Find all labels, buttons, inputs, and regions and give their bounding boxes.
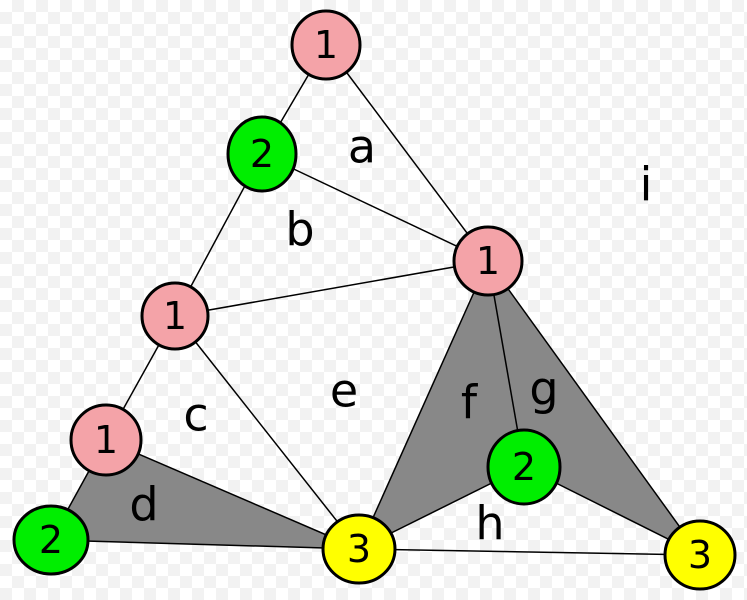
region-label-f: f [461, 376, 479, 430]
vertex-label: 3 [347, 527, 371, 571]
vertex-circle [290, 9, 362, 81]
edge-line [487, 260, 701, 556]
edge-line [105, 439, 360, 550]
vertex-node: 1 [290, 9, 362, 81]
edge-line [50, 539, 360, 550]
vertex-node: 3 [321, 513, 397, 585]
vertex-circle [486, 428, 562, 506]
vertex-label: 1 [314, 23, 338, 67]
vertex-label: 2 [512, 445, 536, 489]
vertex-node: 2 [12, 504, 90, 576]
region-label-b: b [285, 203, 314, 257]
vertex-node: 1 [69, 403, 143, 477]
region-label-d: d [129, 478, 158, 532]
vertex-node: 1 [140, 281, 210, 351]
edge-line [358, 548, 701, 556]
vertex-circle [140, 281, 210, 351]
vertex-label: 1 [163, 294, 187, 338]
vertex-circle [452, 225, 524, 297]
vertex-circle [321, 513, 397, 585]
vertex-circle [226, 115, 298, 193]
region-label-i: i [640, 158, 653, 212]
region-label-a: a [348, 120, 376, 174]
vertex-label: 1 [476, 239, 500, 283]
region-label-e: e [330, 364, 358, 418]
vertex-label: 2 [250, 132, 274, 176]
vertex-circle [663, 519, 737, 591]
vertex-label: 2 [39, 518, 63, 562]
edge-line [261, 153, 489, 262]
vertex-label: 3 [688, 533, 712, 577]
vertices: 1 2 1 1 1 2 3 [12, 9, 737, 591]
edge-line [174, 315, 360, 550]
edge-line [358, 260, 489, 550]
vertex-node: 2 [226, 115, 298, 193]
vertex-circle [69, 403, 143, 477]
shaded-face [359, 261, 524, 549]
region-label-g: g [529, 362, 558, 416]
vertex-circle [12, 504, 90, 576]
vertex-node: 1 [452, 225, 524, 297]
vertex-node: 3 [663, 519, 737, 591]
region-label-h: h [475, 497, 504, 551]
region-label-c: c [183, 388, 208, 442]
region-labels: a b c d e f g h i [129, 120, 652, 551]
edge-line [174, 260, 489, 317]
vertex-node: 2 [486, 428, 562, 506]
edge-line [325, 44, 489, 262]
vertex-label: 1 [94, 418, 118, 462]
